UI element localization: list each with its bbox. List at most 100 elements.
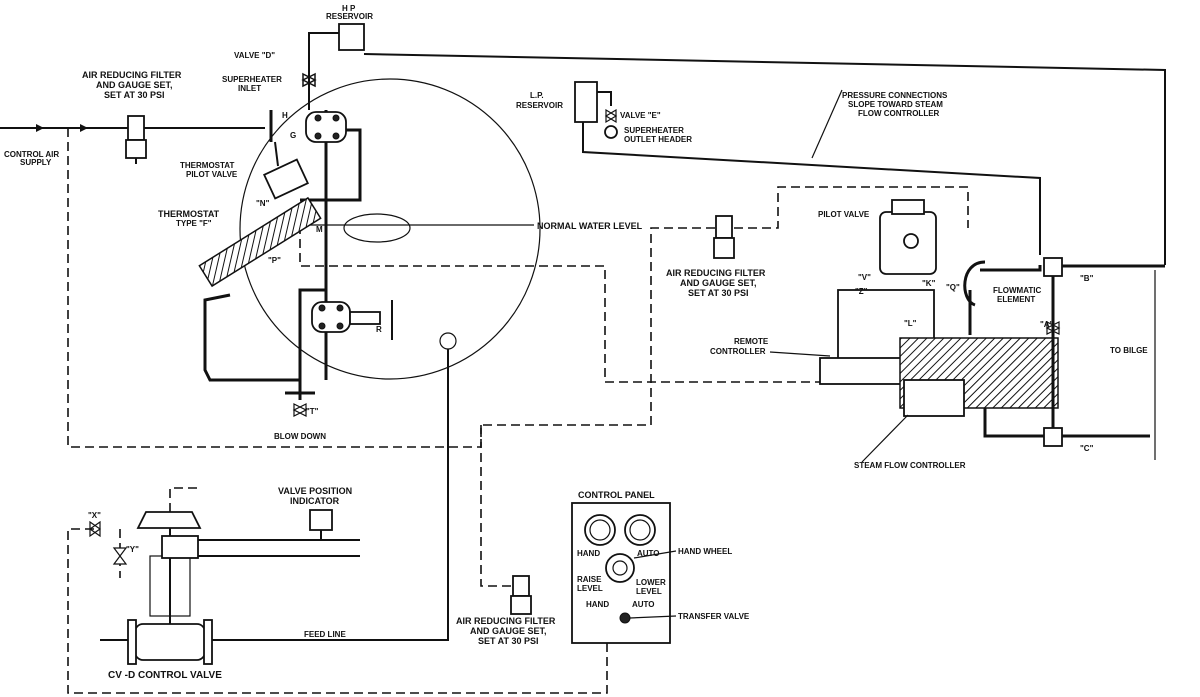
label-steam-flow-controller: STEAM FLOW CONTROLLER: [854, 461, 966, 470]
label-flowmatic-2: ELEMENT: [997, 295, 1035, 304]
label-remote-controller-2: CONTROLLER: [710, 347, 766, 356]
valve-c-body: [1043, 427, 1063, 447]
transfer-valve[interactable]: [619, 612, 631, 624]
gauge-auto-inner: [629, 519, 651, 541]
label-thermostat-pilot-2: PILOT VALVE: [186, 170, 238, 179]
air-filter-bottom: [510, 575, 532, 615]
label-air-filter-top-3: SET AT 30 PSI: [104, 90, 165, 100]
label-hand-wheel: HAND WHEEL: [678, 547, 732, 556]
label-superheater-inlet-1: SUPERHEATER: [222, 75, 282, 84]
boiler-drum: [239, 78, 541, 380]
steam-loop-top: [980, 265, 1042, 272]
valve-actuator: [136, 511, 202, 529]
label-thermostat-2: TYPE "F": [176, 219, 212, 228]
hand-wheel[interactable]: [605, 553, 635, 583]
remote-controller-leader: [769, 351, 831, 357]
sh-outlet-gauge: [604, 125, 618, 139]
label-letter-n: "N": [256, 199, 270, 208]
dash-control-left: [67, 128, 969, 448]
label-remote-controller-1: REMOTE: [734, 337, 769, 346]
label-valve-position-2: INDICATOR: [290, 496, 340, 506]
top-valve-cluster: [305, 111, 347, 143]
feed-inlet-pipe: [100, 349, 449, 641]
valve-top-dash: [169, 487, 200, 512]
bypass-pipe-right: [1051, 264, 1165, 438]
thermostat-return-pipe: [203, 293, 300, 382]
label-flowmatic-1: FLOWMATIC: [993, 286, 1042, 295]
label-auto2: AUTO: [632, 600, 655, 609]
label-air-filter-top-2: AND GAUGE SET,: [96, 80, 173, 90]
dash-to-panel: [480, 425, 512, 587]
label-raise-1: RAISE: [577, 575, 602, 584]
steam-flow-lower: [903, 379, 965, 417]
label-valve-position-1: VALVE POSITION: [278, 486, 352, 496]
label-y: "Y": [126, 545, 139, 554]
label-letter-v: "V": [858, 273, 871, 282]
label-air-filter-mid-3: SET AT 30 PSI: [688, 288, 749, 298]
lower-valve-cluster: [311, 300, 393, 340]
label-transfer-valve: TRANSFER VALVE: [678, 612, 750, 621]
label-pressure-conn-2: SLOPE TOWARD STEAM: [848, 100, 943, 109]
valve-y: [112, 547, 128, 565]
label-thermostat-pilot-1: THERMOSTAT: [180, 161, 234, 170]
label-raise-2: LEVEL: [577, 584, 603, 593]
label-superheater-inlet-2: INLET: [238, 84, 261, 93]
label-hand2: HAND: [586, 600, 609, 609]
blowdown-pipe: [298, 288, 326, 400]
air-arrow-2: [80, 124, 88, 132]
hand-wheel-hub: [612, 560, 628, 576]
water-level-ellipse: [343, 213, 411, 243]
gauge-auto: [624, 514, 656, 546]
pressure-conn-leader: [811, 89, 843, 159]
label-sh-outlet-2: OUTLET HEADER: [624, 135, 692, 144]
valve-x: [88, 520, 102, 538]
label-valve-e: VALVE "E": [620, 111, 661, 120]
air-filter-mid: [713, 215, 735, 259]
label-air-filter-mid-2: AND GAUGE SET,: [680, 278, 757, 288]
hp-reservoir: [338, 23, 365, 51]
label-letter-a: "A": [1040, 320, 1054, 329]
label-pressure-conn-1: PRESSURE CONNECTIONS: [842, 91, 948, 100]
transfer-valve-leader: [629, 615, 677, 619]
label-hp-reservoir-1: H P: [342, 4, 356, 13]
label-letter-z: "Z": [855, 287, 868, 296]
label-control-air-2: SUPPLY: [20, 158, 52, 167]
label-sh-outlet-1: SUPERHEATER: [624, 126, 684, 135]
label-hand: HAND: [577, 549, 600, 558]
valve-a: [1045, 321, 1061, 335]
label-lp-reservoir-1: L.P.: [530, 91, 544, 100]
steam-flow-leader: [861, 414, 909, 463]
hp-line-top: [308, 32, 339, 110]
label-letter-p: "P": [268, 256, 281, 265]
flowmatic-element: [963, 260, 986, 335]
label-air-filter-bot-1: AIR REDUCING FILTER: [456, 616, 556, 626]
valve-flange-left: [127, 619, 137, 665]
label-lp-reservoir-2: RESERVOIR: [516, 101, 563, 110]
hp-line-right: [363, 53, 1166, 265]
label-control-panel: CONTROL PANEL: [578, 490, 655, 500]
valve-d: [301, 72, 317, 88]
pilot-valve-port: [903, 233, 919, 249]
dash-panel-bottom: [67, 528, 608, 694]
label-lower-1: LOWER: [636, 578, 666, 587]
valve-e: [604, 108, 618, 124]
hand-wheel-leader: [633, 550, 677, 559]
lp-reservoir: [574, 81, 598, 123]
valve-flange-right: [203, 619, 213, 665]
valve-t: [292, 403, 308, 417]
lp-line-down: [582, 122, 1041, 255]
label-letter-g: G: [290, 131, 296, 140]
bypass-pipe-bottom: [983, 408, 1044, 438]
label-air-filter-bot-2: AND GAUGE SET,: [470, 626, 547, 636]
label-letter-k: "K": [922, 279, 936, 288]
thermostat-pilot-valve: [262, 158, 310, 200]
label-letter-t: "T": [306, 407, 319, 416]
label-air-filter-bot-3: SET AT 30 PSI: [478, 636, 539, 646]
valve-position-indicator: [309, 509, 333, 531]
pilot-valve-top: [891, 199, 925, 215]
label-to-bilge: TO BILGE: [1110, 346, 1148, 355]
dash-to-controller: [299, 225, 820, 383]
label-x: "X": [88, 511, 101, 520]
drum-loop-pipe: [300, 128, 362, 202]
